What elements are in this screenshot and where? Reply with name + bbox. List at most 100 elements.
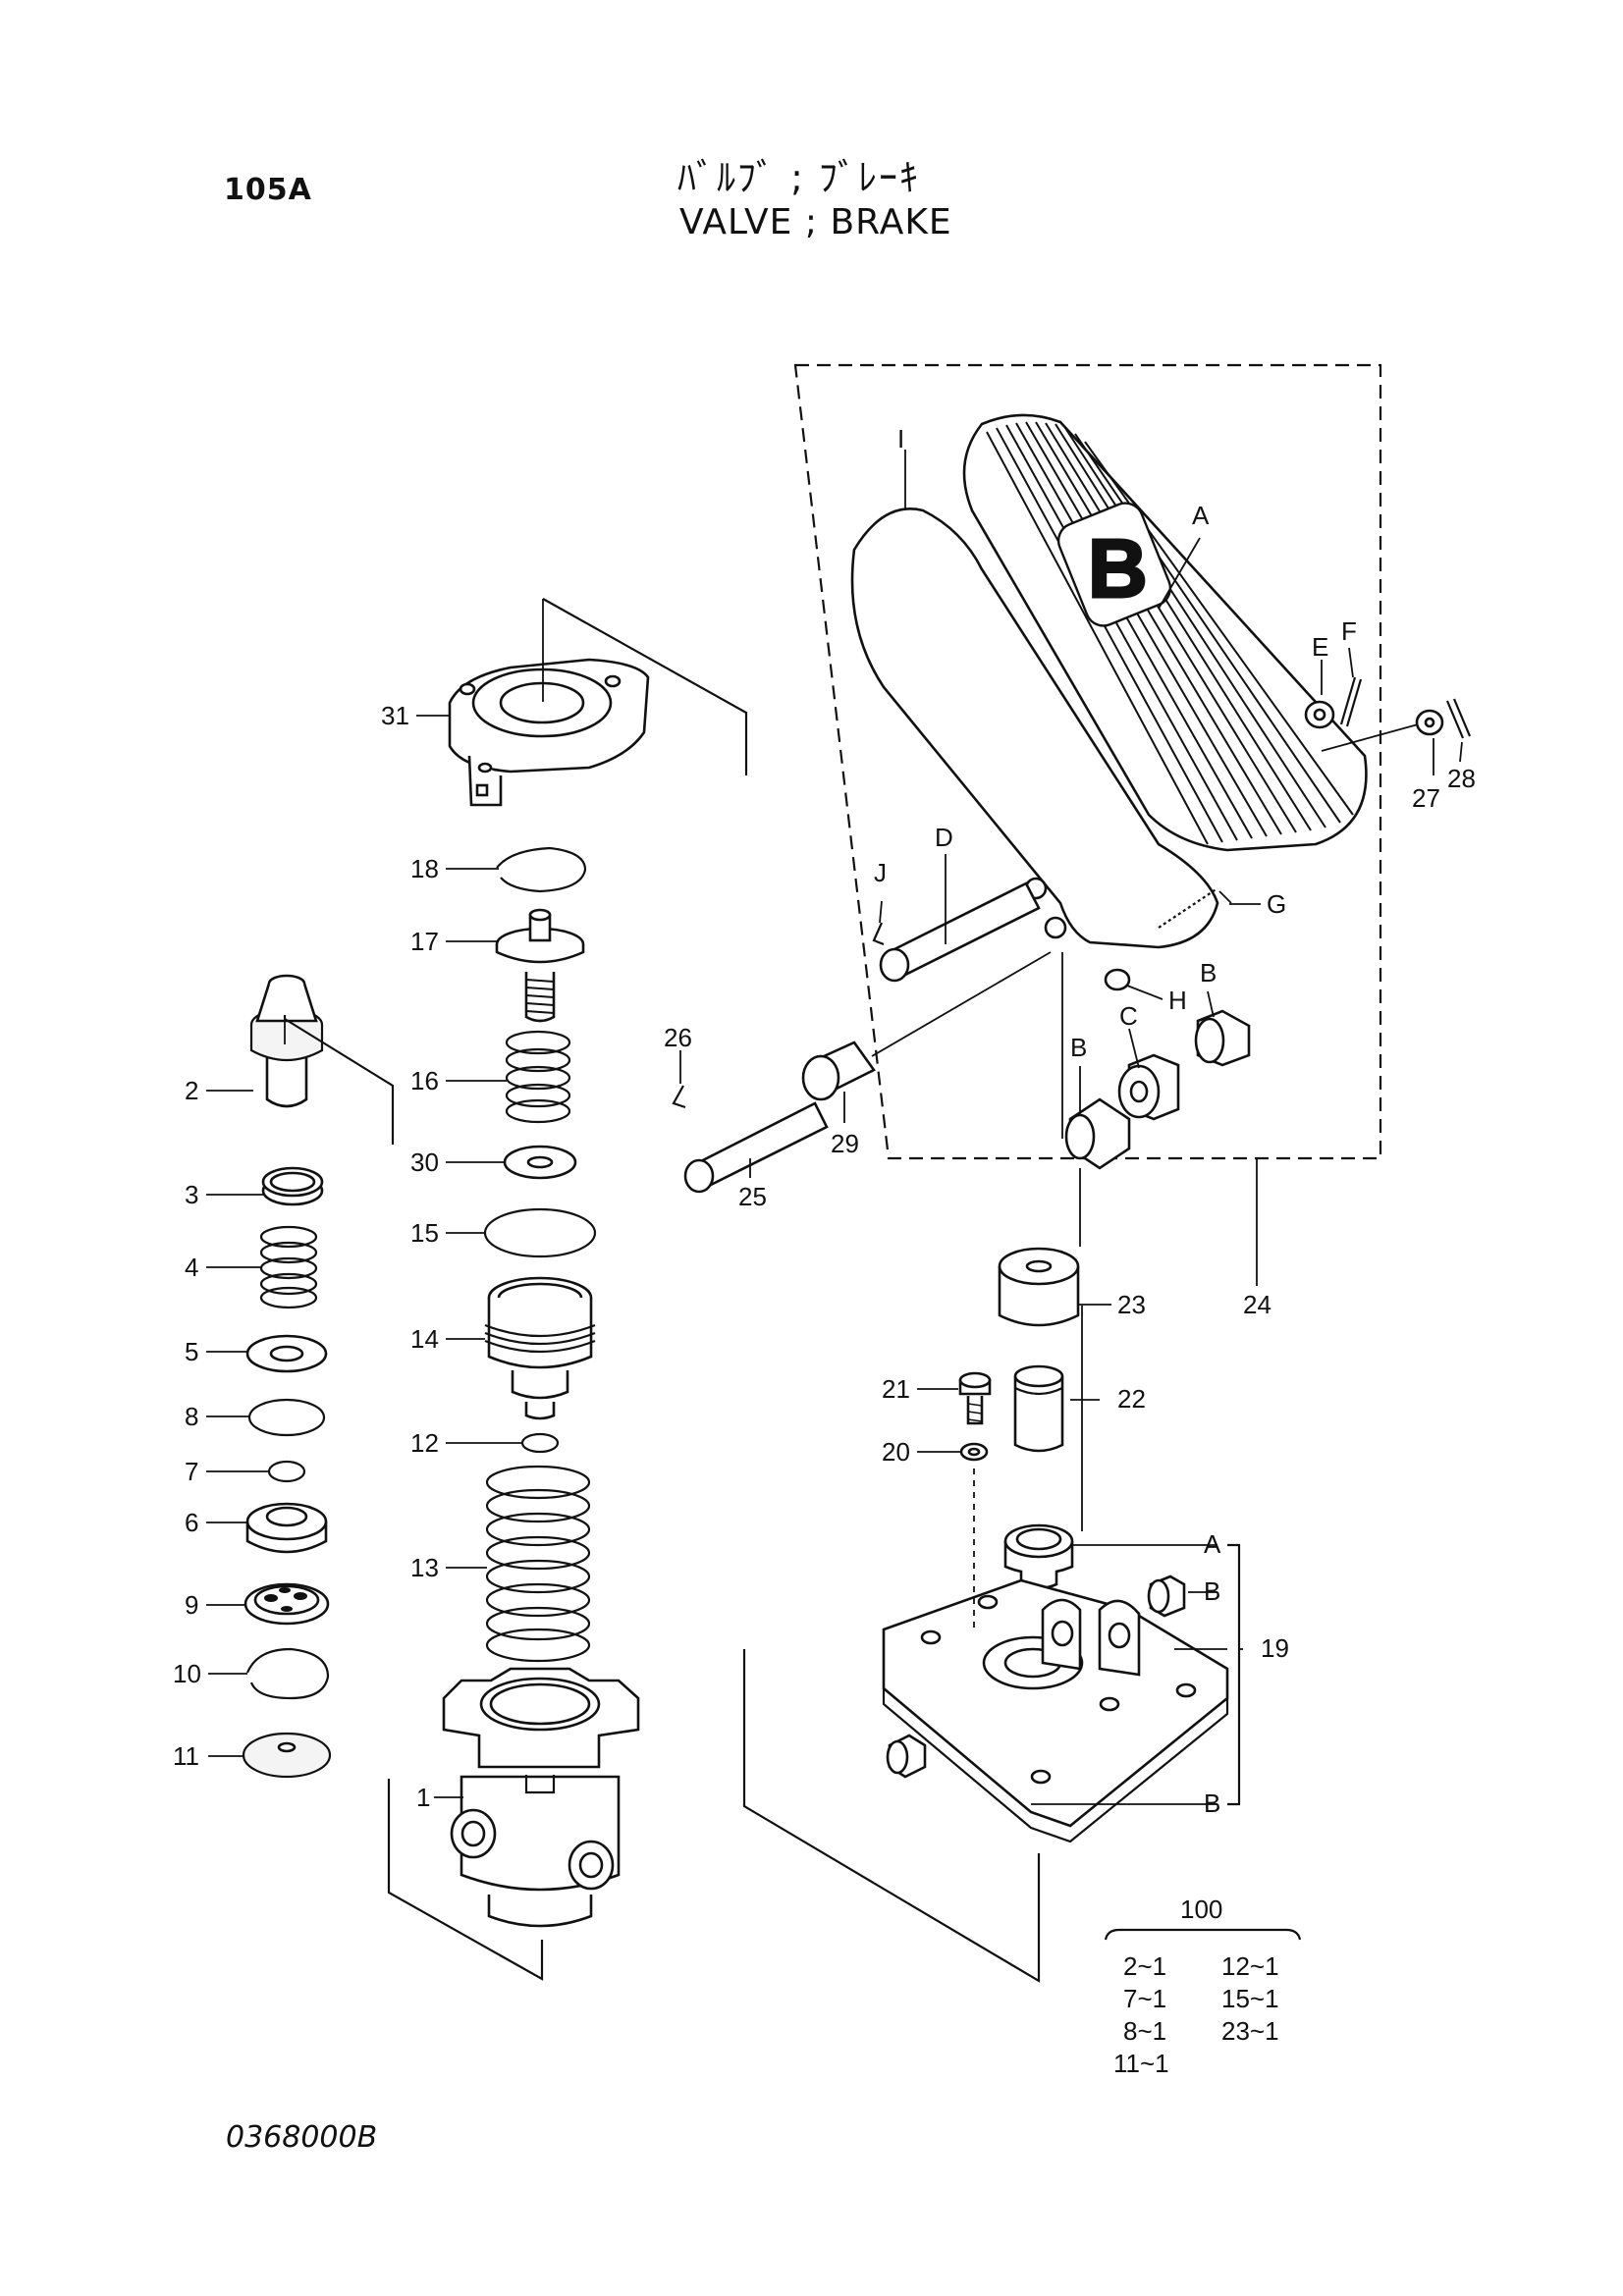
page-number: 105A xyxy=(224,173,312,207)
pin-d xyxy=(879,881,1041,983)
bushing-29 xyxy=(801,1041,876,1101)
callout-8: 8 xyxy=(185,1402,198,1431)
kit-title: 100 xyxy=(1180,1895,1222,1924)
washer-20 xyxy=(959,1442,989,1462)
callout-i: I xyxy=(897,424,904,454)
o-ring-7 xyxy=(267,1460,306,1483)
rubber-stopper-23 xyxy=(998,1247,1080,1327)
callout-12: 12 xyxy=(410,1428,439,1458)
callout-10: 10 xyxy=(173,1659,201,1688)
pedal-assembly-group: B xyxy=(672,363,1472,1194)
filter-cap-2 xyxy=(249,974,324,1108)
bushing-b-right xyxy=(1194,1009,1251,1067)
bushing-b-bottom xyxy=(886,1734,927,1779)
callout-b-right: B xyxy=(1200,958,1217,988)
kit-row-2-col-1: 7~1 xyxy=(1123,1984,1166,2013)
piston-14 xyxy=(484,1276,596,1420)
guide-cup xyxy=(1003,1523,1074,1590)
page-title-japanese: ﾊﾞﾙﾌﾞ ; ﾌﾞﾚｰｷ xyxy=(677,156,920,199)
o-ring-15 xyxy=(483,1207,597,1258)
callout-16: 16 xyxy=(410,1066,439,1095)
spring-g xyxy=(1158,887,1218,929)
callout-f: F xyxy=(1341,616,1357,646)
o-ring-8 xyxy=(247,1398,326,1437)
stopper-22 xyxy=(1013,1364,1064,1453)
spring-13 xyxy=(485,1465,591,1663)
callout-21: 21 xyxy=(882,1374,910,1404)
callout-5: 5 xyxy=(185,1337,198,1366)
callout-25: 25 xyxy=(738,1182,767,1211)
callout-9: 9 xyxy=(185,1590,198,1620)
o-ring-12 xyxy=(520,1432,560,1454)
callout-b-base-side: B xyxy=(1204,1576,1220,1606)
split-pin-28 xyxy=(1445,698,1472,739)
left-parts-column xyxy=(242,974,395,1779)
ring-3 xyxy=(261,1166,324,1206)
clip-j xyxy=(872,922,885,946)
snap-ring-18 xyxy=(496,846,587,893)
snap-ring-10 xyxy=(245,1647,330,1700)
mounting-plate-31 xyxy=(448,658,650,807)
kit-row-3-col-2: 23~1 xyxy=(1221,2016,1279,2046)
callout-26: 26 xyxy=(664,1023,692,1052)
spring-4 xyxy=(259,1225,318,1309)
callout-1: 1 xyxy=(416,1783,430,1812)
callout-h: H xyxy=(1168,986,1187,1015)
callout-14: 14 xyxy=(410,1324,439,1354)
callout-30: 30 xyxy=(410,1148,439,1177)
callout-13: 13 xyxy=(410,1553,439,1582)
pedal-pad: B xyxy=(962,413,1368,852)
callout-20: 20 xyxy=(882,1437,910,1467)
callout-23: 23 xyxy=(1117,1290,1146,1319)
callout-b-base-bottom: B xyxy=(1204,1789,1220,1818)
callout-31: 31 xyxy=(381,701,409,730)
filter-disc-11 xyxy=(242,1732,332,1779)
callout-e: E xyxy=(1312,632,1328,662)
clip-26 xyxy=(672,1085,686,1109)
callout-11: 11 xyxy=(173,1741,199,1771)
kit-row-4-col-1: 11~1 xyxy=(1113,2049,1169,2078)
pedal-arm xyxy=(850,507,1219,949)
page-title: VALVE ; BRAKE xyxy=(679,202,952,242)
callout-2: 2 xyxy=(185,1076,198,1105)
callout-c: C xyxy=(1119,1001,1138,1031)
callout-a-pedal: A xyxy=(1192,501,1210,530)
callout-d: D xyxy=(935,823,953,852)
bushing-c xyxy=(1117,1053,1180,1121)
plunger-17 xyxy=(495,908,585,1023)
callout-j: J xyxy=(874,858,887,887)
spring-16 xyxy=(505,1030,571,1124)
bushing-b-side xyxy=(1147,1575,1186,1618)
pedal-emblem: B xyxy=(1088,522,1148,614)
callout-17: 17 xyxy=(410,927,439,956)
valve-body-1 xyxy=(442,1667,640,1928)
callout-18: 18 xyxy=(410,854,439,883)
callout-g: G xyxy=(1267,889,1286,919)
callout-27: 27 xyxy=(1412,783,1440,813)
callout-6: 6 xyxy=(185,1508,198,1537)
callout-29: 29 xyxy=(831,1129,859,1158)
callout-7: 7 xyxy=(185,1457,198,1486)
base-plate-19 xyxy=(882,1578,1229,1843)
callout-a-base: A xyxy=(1204,1529,1221,1559)
callout-3: 3 xyxy=(185,1180,198,1209)
assembly-boundary-dashed xyxy=(793,363,1382,1160)
callout-labels: 2 3 4 5 8 7 6 9 10 11 1 31 18 xyxy=(173,424,1476,1818)
callout-15: 15 xyxy=(410,1218,439,1248)
callout-24: 24 xyxy=(1243,1290,1271,1319)
bolt-21 xyxy=(958,1371,992,1425)
bushing-b-left xyxy=(1064,1097,1131,1170)
base-assembly xyxy=(742,1158,1258,1983)
kit-table: 100 2~1 12~1 7~1 15~1 8~1 23~1 11~1 xyxy=(1104,1895,1302,2078)
seal-6 xyxy=(245,1502,328,1554)
callout-28: 28 xyxy=(1447,764,1476,793)
valve-plate-9 xyxy=(243,1582,330,1626)
washer-5 xyxy=(245,1334,328,1373)
nut-h xyxy=(1104,968,1131,991)
callout-4: 4 xyxy=(185,1253,198,1282)
cotter-pin-f xyxy=(1339,676,1363,727)
kit-row-1-col-1: 2~1 xyxy=(1123,1951,1166,1981)
callout-19: 19 xyxy=(1261,1633,1289,1663)
pivot-pin-25 xyxy=(683,1101,829,1194)
